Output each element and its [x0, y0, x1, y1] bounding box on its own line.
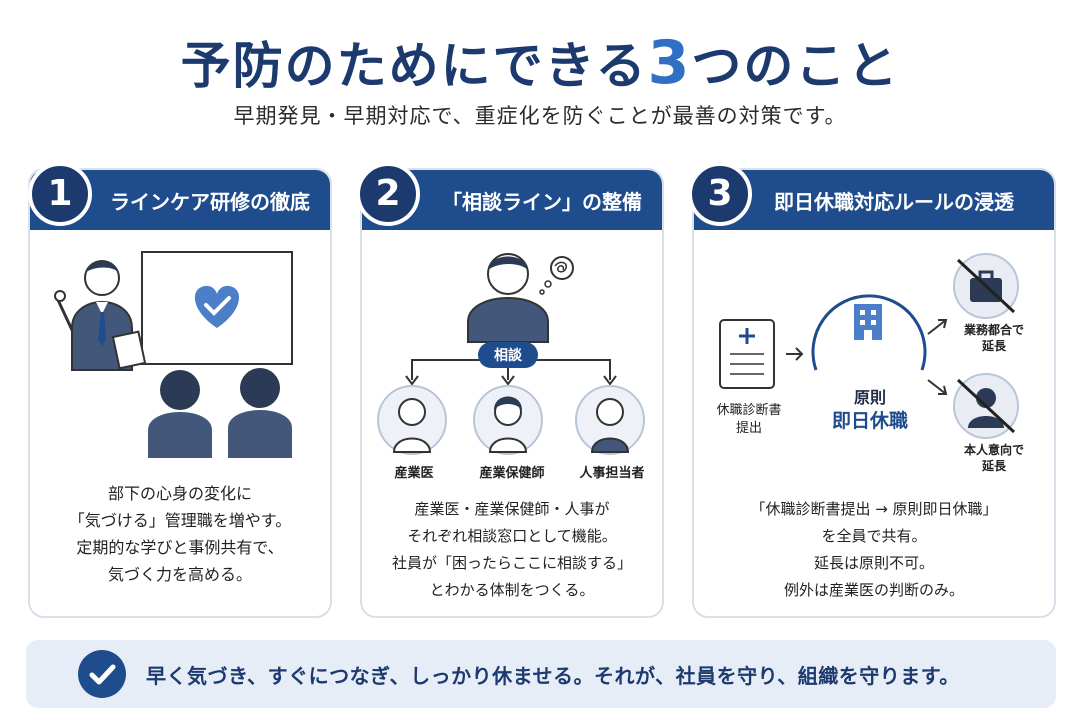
- arrow-icon: [927, 319, 948, 395]
- title-text-before: 予防のためにできる: [180, 37, 648, 95]
- principle-label: 原則: [853, 388, 886, 407]
- description-line: 社員が「困ったらここに相談する」: [391, 554, 632, 572]
- card-number-badge: 1: [28, 162, 92, 226]
- card-title: 即日休職対応ルールの浸透: [774, 190, 1014, 214]
- card-leave-rule: 即日休職対応ルールの浸透: [692, 168, 1056, 618]
- bottom-message-bar: 早く気づき、すぐにつなぎ、しっかり休ませる。それが、社員を守り、組織を守ります。: [26, 640, 1056, 708]
- option-line: 延長: [981, 339, 1006, 353]
- description-line: それぞれ相談窓口として機能。: [407, 527, 617, 545]
- cross-out-icon: [956, 258, 1016, 314]
- card-title: ラインケア研修の徹底: [110, 190, 310, 214]
- option-personal-extension: 本人意向で 延長: [942, 442, 1046, 474]
- card-description: 「休職診断書提出 → 原則即日休職」 を全員で共有。 延長は原則不可。 例外は産…: [694, 496, 1054, 604]
- option-line: 延長: [981, 459, 1006, 473]
- description-line: 例外は産業医の判断のみ。: [783, 581, 964, 599]
- hr-staff-icon: [575, 385, 645, 455]
- description-line: 「気づける」管理職を増やす。: [68, 511, 292, 530]
- description-line: 部下の心身の変化に: [107, 484, 252, 503]
- title-number: 3: [647, 28, 692, 98]
- title-text-after: つのこと: [691, 37, 900, 95]
- consultation-illustration: 相談: [377, 253, 645, 455]
- description-line: 定期的な学びと事例共有で、: [76, 538, 284, 557]
- description-line: 「休職診断書提出 → 原則即日休職」: [750, 500, 998, 518]
- leave-flow-illustration: [719, 253, 1019, 439]
- role-label-hr: 人事担当者: [579, 466, 645, 481]
- document-label: 休職診断書 提出: [704, 402, 794, 438]
- description-line: 気づく力を高める。: [107, 565, 252, 584]
- role-label-doctor: 産業医: [394, 466, 434, 481]
- thought-scribble-icon: [539, 256, 574, 295]
- description-line: を全員で共有。: [821, 527, 927, 545]
- principle-main-label: 即日休職: [831, 410, 908, 432]
- role-label-nurse: 産業保健師: [479, 466, 545, 481]
- option-line: 本人意向で: [963, 443, 1024, 457]
- training-illustration: [54, 251, 293, 458]
- card-number-badge: 2: [356, 162, 420, 226]
- card-consultation-line: 「相談ライン」の整備 相談: [360, 168, 664, 618]
- person-icon: [467, 253, 549, 343]
- description-line: 産業医・産業保健師・人事が: [414, 500, 610, 518]
- cross-out-icon: [956, 378, 1016, 434]
- option-line: 業務都合で: [963, 323, 1024, 337]
- card-header: 即日休職対応ルールの浸透: [694, 170, 1054, 230]
- description-line: とわかる体制をつくる。: [429, 581, 595, 599]
- card-description: 産業医・産業保健師・人事が それぞれ相談窓口として機能。 社員が「困ったらここに…: [362, 496, 662, 604]
- heart-icon: [194, 285, 240, 328]
- card-description: 部下の心身の変化に 「気づける」管理職を増やす。 定期的な学びと事例共有で、 気…: [30, 480, 330, 588]
- option-business-extension: 業務都合で 延長: [942, 322, 1046, 354]
- check-icon: [78, 650, 126, 698]
- page-subtitle: 早期発見・早期対応で、重症化を防ぐことが最善の対策です。: [233, 104, 847, 128]
- document-label-line: 提出: [735, 421, 762, 436]
- hospital-building-icon: [854, 304, 882, 340]
- arrow-icon: [786, 347, 804, 361]
- bottom-message: 早く気づき、すぐにつなぎ、しっかり休ませる。それが、社員を守り、組織を守ります。: [146, 664, 960, 688]
- card-title: 「相談ライン」の整備: [442, 190, 642, 214]
- document-label-line: 休職診断書: [716, 403, 782, 418]
- description-line: 延長は原則不可。: [813, 554, 934, 572]
- center-consultation-label: 相談: [494, 347, 523, 364]
- doctor-icon: [377, 385, 447, 455]
- page-title: 予防のためにできる3つのこと: [0, 26, 1080, 98]
- document-icon: [719, 319, 775, 389]
- presenter-person-icon: [54, 260, 147, 371]
- nurse-icon: [473, 385, 543, 455]
- card-number-badge: 3: [688, 162, 752, 226]
- card-line-care: ラインケア研修の徹底 部下の心身の変化に 「気づける」管理職を増: [28, 168, 332, 618]
- audience-person-icon: [148, 368, 292, 458]
